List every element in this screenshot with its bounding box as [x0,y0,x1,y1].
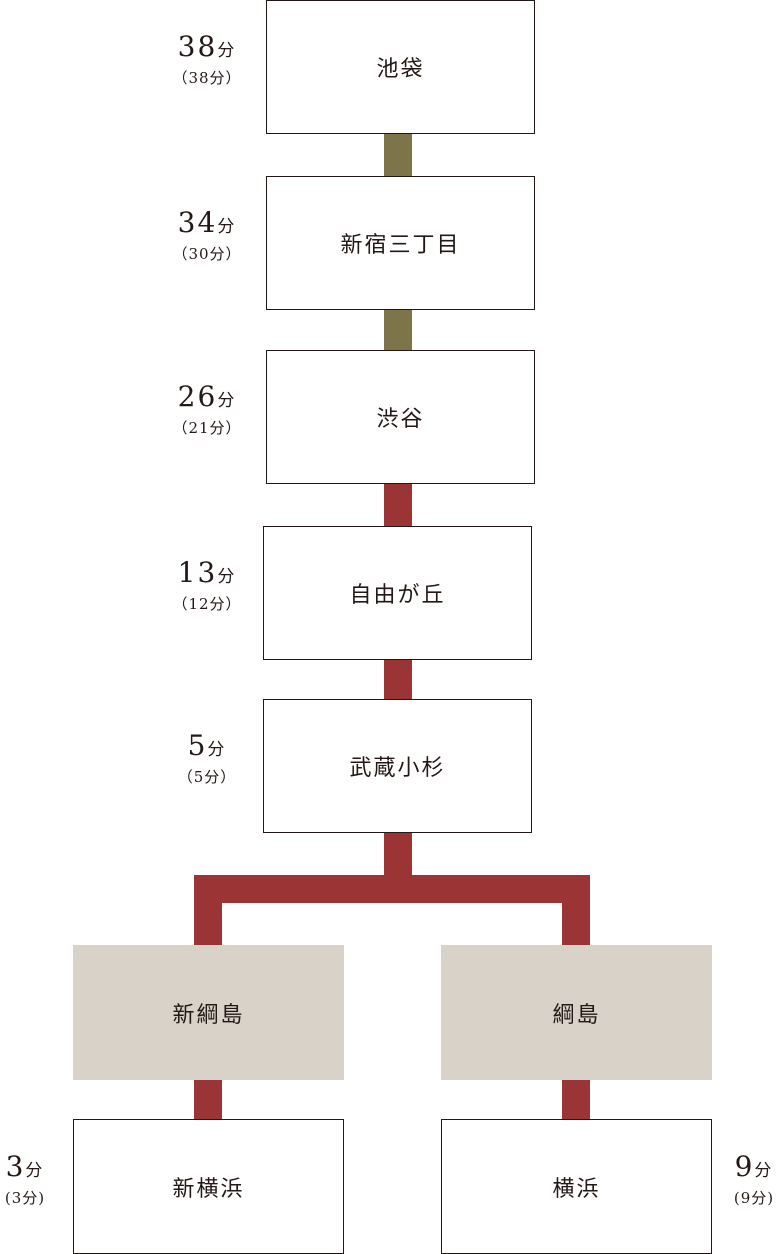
station-shin-yokohama: 新横浜 [73,1119,344,1254]
station-shinjuku-sanchome: 新宿三丁目 [266,176,535,310]
time-value: 38 [177,30,218,63]
line-segment [194,875,222,947]
time-label: 38分 （38分） [147,30,267,88]
time-value: 5 [187,729,208,762]
station-musashikosugi: 武蔵小杉 [263,699,532,833]
time-sub: （12分） [172,595,242,613]
time-value: 26 [177,380,218,413]
time-label: 34分 （30分） [147,206,267,264]
line-segment [384,832,412,882]
time-unit: 分 [754,1161,774,1181]
station-yokohama: 横浜 [441,1119,712,1254]
line-segment [384,133,412,177]
time-label: 9分 (9分) [694,1150,780,1208]
time-value: 13 [177,556,218,589]
time-value: 34 [177,206,218,239]
station-jiyugaoka: 自由が丘 [263,526,532,660]
time-unit: 分 [217,567,237,587]
branch-line [194,875,590,903]
time-unit: 分 [207,740,227,760]
line-segment [562,1079,590,1120]
time-label: 26分 （21分） [147,380,267,438]
station-shibuya: 渋谷 [266,350,535,484]
line-segment [384,309,412,351]
time-label: 13分 （12分） [147,556,267,614]
time-label: 5分 （5分） [147,729,267,787]
time-value: 9 [734,1150,755,1183]
time-unit: 分 [217,391,237,411]
time-sub: （38分） [172,69,242,87]
time-sub: （21分） [172,419,242,437]
time-value: 3 [5,1150,26,1183]
line-segment [194,1079,222,1120]
time-sub: （30分） [172,245,242,263]
station-tsunashima: 綱島 [441,945,712,1080]
time-label: 3分 (3分) [0,1150,85,1208]
time-sub: (9分) [733,1189,775,1207]
time-unit: 分 [217,217,237,237]
line-segment [384,483,412,527]
time-unit: 分 [217,41,237,61]
time-unit: 分 [25,1161,45,1181]
time-sub: （5分） [177,768,237,786]
station-shin-tsunashima: 新綱島 [73,945,344,1080]
time-sub: (3分) [4,1189,46,1207]
line-segment [384,659,412,700]
line-segment [562,875,590,947]
station-ikebukuro: 池袋 [266,0,535,134]
